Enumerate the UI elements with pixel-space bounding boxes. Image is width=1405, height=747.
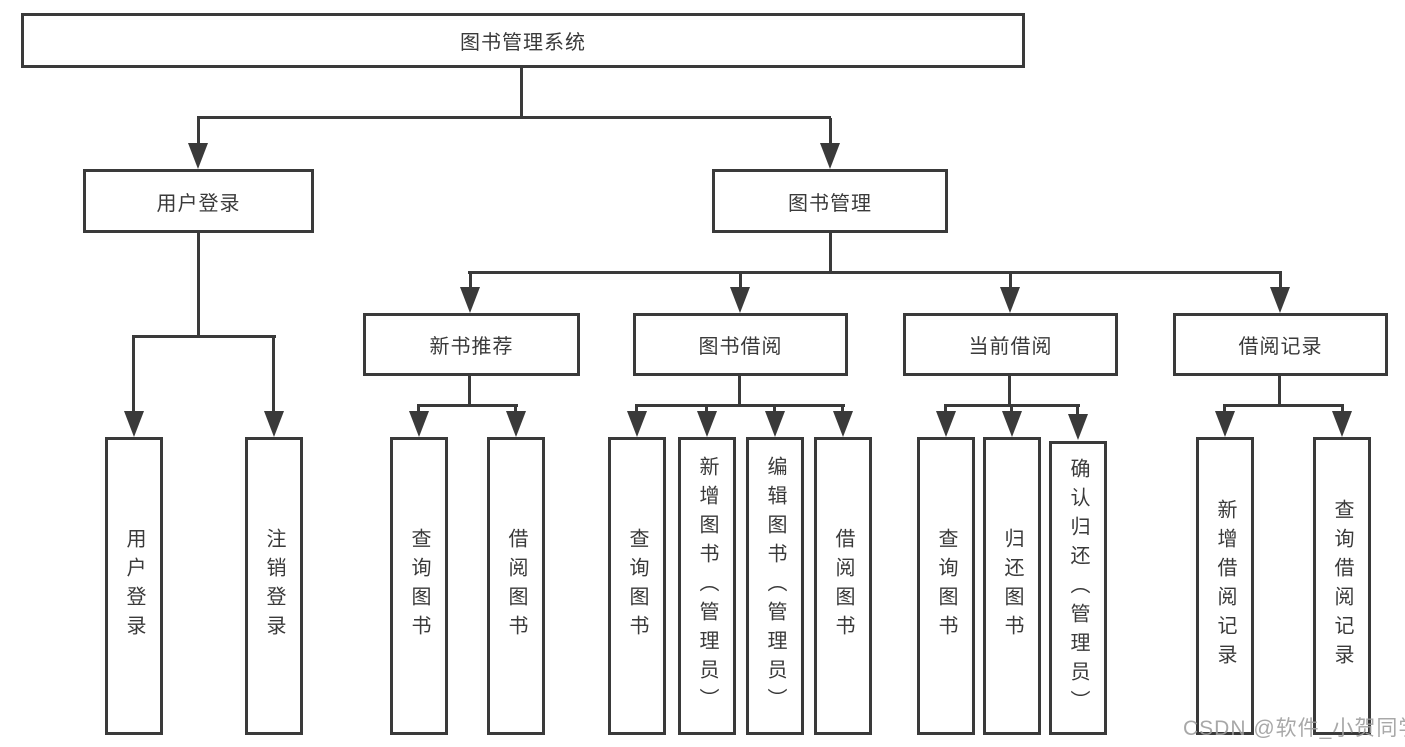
arrowhead-leaf [506, 411, 526, 437]
connector-new-book-stem [468, 376, 471, 406]
leaf-edit-books-admin: 编辑图书（管理员） [746, 437, 804, 735]
arrowhead-leaf [627, 411, 647, 437]
arrowhead-user-login [188, 143, 208, 169]
connector-leaf-drop [1010, 404, 1013, 414]
leaf-add-books-admin: 新增图书（管理员） [678, 437, 736, 735]
node-new-book-recommend: 新书推荐 [363, 313, 580, 376]
connector-current-borrow-drop [1009, 271, 1012, 289]
connector-leaf-drop [773, 404, 776, 414]
connector-leaf-drop [1223, 404, 1226, 414]
node-book-management: 图书管理 [712, 169, 948, 233]
leaf-query-books-recommend: 查询图书 [390, 437, 448, 735]
connector-new-book-drop [469, 271, 472, 289]
arrowhead-leaf [833, 411, 853, 437]
connector-user-login-drop [197, 118, 200, 146]
connector-root-branch [197, 116, 831, 119]
arrowhead-leaf-login [124, 411, 144, 437]
connector-book-borrow-stem [738, 376, 741, 406]
connector-leaf-login-drop [132, 335, 135, 413]
connector-current-borrow-stem [1008, 376, 1011, 406]
connector-leaf-drop [417, 404, 420, 414]
arrowhead-book-borrow [730, 287, 750, 313]
connector-book-borrow-branch [635, 404, 845, 407]
connector-leaf-drop [1341, 404, 1344, 414]
node-current-borrowing: 当前借阅 [903, 313, 1118, 376]
leaf-query-books-borrow: 查询图书 [608, 437, 666, 735]
connector-borrow-record-branch [1223, 404, 1344, 407]
arrowhead-leaf [936, 411, 956, 437]
node-book-borrowing: 图书借阅 [633, 313, 848, 376]
leaf-confirm-return-admin: 确认归还（管理员） [1049, 441, 1107, 735]
node-user-login: 用户登录 [83, 169, 314, 233]
arrowhead-current-borrow [1000, 287, 1020, 313]
connector-leaf-drop [635, 404, 638, 414]
arrowhead-leaf [409, 411, 429, 437]
connector-book-borrow-drop [739, 271, 742, 289]
leaf-borrow-books-recommend: 借阅图书 [487, 437, 545, 735]
connector-leaf-logout-drop [272, 335, 275, 413]
connector-leaf-drop [705, 404, 708, 414]
connector-book-mgmt-drop [829, 118, 832, 146]
arrowhead-leaf [1332, 411, 1352, 437]
leaf-query-books-current: 查询图书 [917, 437, 975, 735]
connector-borrow-record-drop [1279, 271, 1282, 289]
leaf-borrow-books: 借阅图书 [814, 437, 872, 735]
connector-user-login-stem [197, 233, 200, 337]
connector-root-stem [520, 68, 523, 118]
connector-book-mgmt-stem [829, 233, 832, 273]
arrowhead-borrow-record [1270, 287, 1290, 313]
connector-borrow-record-stem [1278, 376, 1281, 406]
node-borrowing-records: 借阅记录 [1173, 313, 1388, 376]
connector-leaf-drop [514, 404, 517, 414]
leaf-query-borrow-record: 查询借阅记录 [1313, 437, 1371, 735]
arrowhead-leaf [765, 411, 785, 437]
connector-user-login-branch [132, 335, 276, 338]
leaf-return-books: 归还图书 [983, 437, 1041, 735]
node-root-library-system: 图书管理系统 [21, 13, 1025, 68]
leaf-logout: 注销登录 [245, 437, 303, 735]
arrowhead-leaf [1002, 411, 1022, 437]
connector-leaf-drop [1076, 404, 1079, 414]
connector-new-book-branch [417, 404, 518, 407]
arrowhead-new-book [460, 287, 480, 313]
connector-leaf-drop [841, 404, 844, 414]
arrowhead-leaf-logout [264, 411, 284, 437]
leaf-user-login: 用户登录 [105, 437, 163, 735]
arrowhead-leaf [1068, 414, 1088, 440]
leaf-add-borrow-record: 新增借阅记录 [1196, 437, 1254, 735]
arrowhead-leaf [1215, 411, 1235, 437]
csdn-watermark: CSDN @软件_小贺同学 [1183, 717, 1405, 740]
connector-leaf-drop [944, 404, 947, 414]
arrowhead-leaf [697, 411, 717, 437]
arrowhead-book-mgmt [820, 143, 840, 169]
connector-book-mgmt-branch [468, 271, 1282, 274]
